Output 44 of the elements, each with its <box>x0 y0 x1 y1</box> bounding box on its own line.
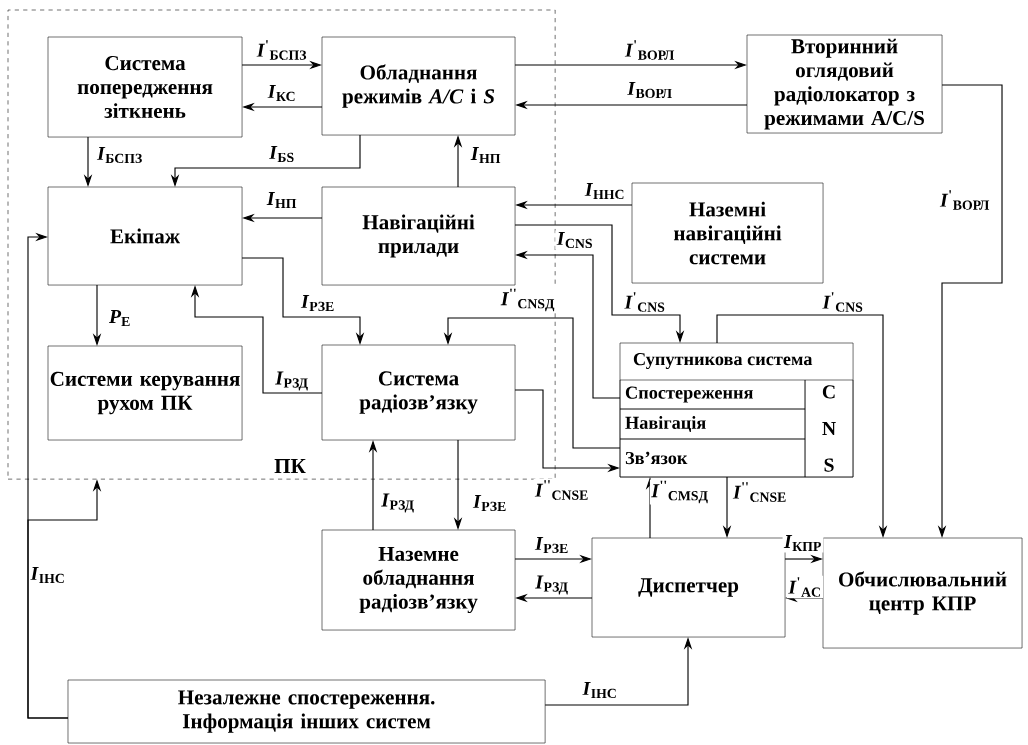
edge-label: I$_{ІНС}$ <box>29 565 67 585</box>
process-box: Екіпаж <box>47 186 243 286</box>
table-row: Зв’язок <box>619 438 806 478</box>
edge-label: I$^{'}$ВОРЛ <box>938 188 992 212</box>
table-row: Спостереження <box>619 379 806 410</box>
process-box: Системи керування рухом ПК <box>47 345 243 441</box>
edge-label: I$_{РЗЕ}$ <box>299 293 337 313</box>
process-box: Обладнання режимів A/C і S <box>321 36 516 136</box>
process-box: Система радіозв’язку <box>321 344 516 441</box>
edge-label: I$_{НП}$ <box>265 190 299 210</box>
edge-label: I$_{CNS}$ <box>555 230 595 250</box>
edge-label: I$_{РЗД}$ <box>379 492 417 514</box>
edge-label: P$_{Е}$ <box>107 308 133 328</box>
arrow <box>27 232 69 719</box>
letter-column: C N S <box>804 379 854 478</box>
edge-label: I$_{КС}$ <box>266 83 298 103</box>
edge-label: I$^{'}$CNS <box>821 290 865 314</box>
process-box: Незалежне спостереження. Інформація інших систем <box>67 679 546 744</box>
edge-label: I$_{ННС}$ <box>583 181 627 201</box>
edge-label: I$_{БS}$ <box>267 144 297 164</box>
edge-label: I$^{''}$CNSE <box>731 480 789 504</box>
table-row: Навігація <box>619 408 806 440</box>
edge-label: I$_{НП}$ <box>469 145 503 165</box>
edge-label: I$^{''}$CNSE <box>533 478 591 502</box>
edge-label: I$_{РЗЕ}$ <box>533 535 571 555</box>
edge-label: I$^{'}$ВОРЛ <box>623 38 677 62</box>
process-box: Система попередження зіткнень <box>47 36 243 138</box>
process-box: Наземне обладнання радіозв’язку <box>321 529 516 631</box>
edge-label: I$^{''}$CMSД <box>649 479 711 505</box>
edge-label: I$_{РЗЕ}$ <box>471 493 509 513</box>
edge-label: I$_{ВОРЛ}$ <box>625 80 675 100</box>
process-box: Вторинний оглядовий радіолокатор з режимами A/C/S <box>746 34 943 134</box>
edge-label: I$_{РЗД}$ <box>533 574 571 596</box>
edge-label: I$_{БСПЗ}$ <box>95 145 145 165</box>
edge-label: I$_{КПР}$ <box>782 533 824 553</box>
edge-label: I$^{'}$CNS <box>623 290 667 314</box>
edge-label: I$_{РЗД}$ <box>273 370 311 392</box>
process-box: Обчислювальний центр КПР <box>822 537 1023 649</box>
process-box: Навігаційні прилади <box>321 186 516 286</box>
edge-label: I$^{'}$БСПЗ <box>255 38 309 62</box>
edge-label: I$^{''}$CNSД <box>499 287 557 313</box>
process-box: Наземні навігаційні системи <box>631 182 824 284</box>
edge-label: I$_{ІНС}$ <box>581 680 619 700</box>
edge-label: I$^{'}$AC <box>786 575 824 599</box>
